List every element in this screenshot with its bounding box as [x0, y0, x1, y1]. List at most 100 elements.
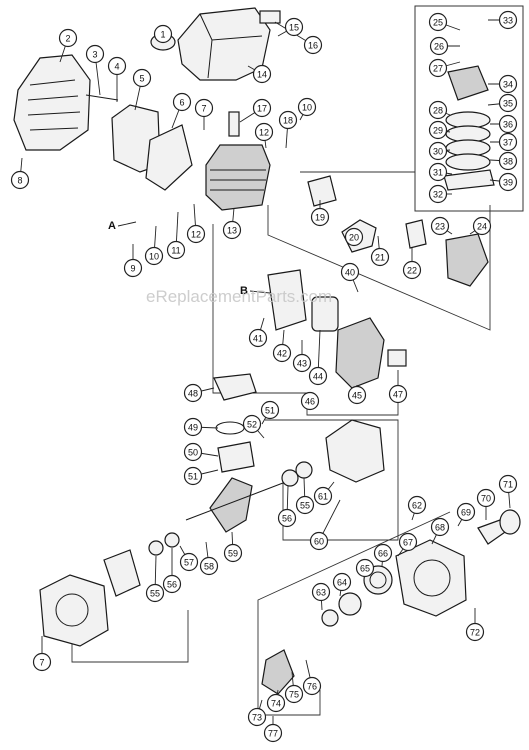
callout-circle [430, 517, 450, 537]
callout-circle [183, 442, 203, 462]
spark-plug [228, 111, 240, 137]
carburetor-cover-detail [443, 169, 495, 191]
callout-circle [428, 162, 448, 182]
callout-circle [370, 247, 390, 267]
part-callout-2: 2 [58, 28, 78, 48]
carburetor [445, 233, 489, 287]
part-callout-46: 46 [300, 391, 320, 411]
callout-circle [194, 98, 214, 118]
callout-circle [498, 474, 518, 494]
callout-number: 37 [503, 138, 513, 148]
starter-grip-cap [499, 509, 521, 535]
engine-shroud [13, 54, 91, 151]
part-callout-38: 38 [498, 151, 518, 171]
callout-circle [308, 366, 328, 386]
part-callout-41: 41 [248, 328, 268, 348]
callout-circle [428, 184, 448, 204]
part-callout-44: 44 [308, 366, 328, 386]
callout-circle [302, 676, 322, 696]
callout-circle [313, 486, 333, 506]
callout-circle [284, 17, 304, 37]
part-callout-34: 34 [498, 74, 518, 94]
part-callout-25: 25 [428, 12, 448, 32]
part-callout-6: 6 [172, 92, 192, 112]
callout-circle [347, 385, 367, 405]
callout-circle [107, 56, 127, 76]
callout-number: 76 [307, 682, 317, 692]
part-callout-58: 58 [199, 556, 219, 576]
part-callout-5: 5 [132, 68, 152, 88]
part-callout-56-secondary: 56 [162, 574, 182, 594]
part-callout-33: 33 [498, 10, 518, 30]
part-callout-3: 3 [85, 44, 105, 64]
callout-circle [498, 93, 518, 113]
callout-circle [388, 384, 408, 404]
callout-number: 1 [160, 30, 165, 40]
part-callout-18: 18 [278, 110, 298, 130]
callout-circle [498, 74, 518, 94]
callout-number: 66 [378, 549, 388, 559]
callout-number: 22 [407, 266, 417, 276]
callout-circle [456, 502, 476, 522]
part-callout-36: 36 [498, 114, 518, 134]
callout-number: 39 [503, 178, 513, 188]
callout-circle [472, 216, 492, 236]
callout-circle [428, 141, 448, 161]
callout-number: 20 [349, 233, 359, 243]
callout-number: 44 [313, 372, 323, 382]
part-callout-1: 1 [153, 24, 173, 44]
part-callout-49: 49 [183, 417, 203, 437]
callout-circle [179, 552, 199, 572]
part-callout-43: 43 [292, 353, 312, 373]
part-callout-32: 32 [428, 184, 448, 204]
callout-circle [252, 98, 272, 118]
piston-ring [215, 421, 245, 435]
callout-circle [266, 693, 286, 713]
callout-circle [429, 36, 449, 56]
callout-number: 51 [265, 406, 275, 416]
part-callout-10-secondary: 10 [297, 97, 317, 117]
callout-number: 34 [503, 80, 513, 90]
part-callout-8: 8 [10, 170, 30, 190]
callout-number: 75 [289, 690, 299, 700]
callout-circle [309, 531, 329, 551]
cover-detail-line [199, 13, 263, 79]
callout-circle [297, 97, 317, 117]
part-callout-35: 35 [498, 93, 518, 113]
callout-circle [340, 262, 360, 282]
callout-number: 29 [433, 126, 443, 136]
callout-number: 62 [412, 501, 422, 511]
callout-number: 68 [435, 523, 445, 533]
part-callout-66: 66 [373, 543, 393, 563]
callout-number: 26 [434, 42, 444, 52]
air-cleaner-plate [307, 175, 337, 207]
part-callout-60: 60 [309, 531, 329, 551]
part-callout-23: 23 [430, 216, 450, 236]
part-callout-20: 20 [344, 227, 364, 247]
callout-number: 52 [247, 420, 257, 430]
part-callout-26: 26 [429, 36, 449, 56]
bearing-part [281, 469, 299, 487]
part-callout-12: 12 [186, 224, 206, 244]
part-callout-45: 45 [347, 385, 367, 405]
callout-number: 2 [65, 34, 70, 44]
callout-circle [186, 224, 206, 244]
callout-number: 59 [228, 549, 238, 559]
callout-number: 43 [297, 359, 307, 369]
part-callout-59: 59 [223, 543, 243, 563]
carburetor-body-detail [447, 65, 489, 101]
callout-circle [85, 44, 105, 64]
callout-number: 46 [305, 397, 315, 407]
callout-circle [166, 240, 186, 260]
callout-circle [272, 343, 292, 363]
bearing-part [295, 461, 313, 479]
part-callout-57: 57 [179, 552, 199, 572]
part-callout-42: 42 [272, 343, 292, 363]
callout-number: 77 [268, 729, 278, 739]
reference-letter-b: B [240, 285, 248, 297]
crankshaft-axis [185, 477, 297, 521]
starter-ratchet [321, 609, 339, 627]
callout-circle [465, 622, 485, 642]
